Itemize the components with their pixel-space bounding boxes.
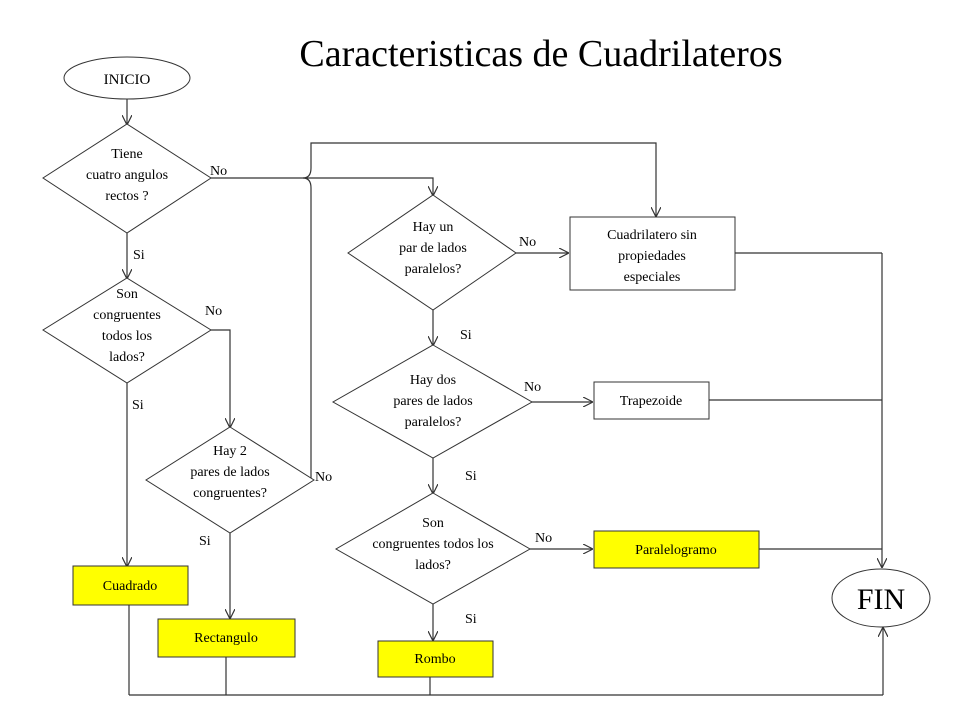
node-text-line: congruentes — [93, 308, 161, 323]
decision-dos-pares-paralelos-label: Hay dos pares de lados paralelos? — [393, 373, 472, 430]
node-text-line: congruentes todos los — [372, 537, 493, 552]
connectors — [127, 99, 883, 696]
decision-un-par-paralelos-label: Hay un par de lados paralelos? — [399, 220, 467, 277]
decision-dos-pares-congruentes: Hay 2 pares de lados congruentes? — [145, 426, 315, 534]
decision-rectos: Tiene cuatro angulos rectos ? — [42, 123, 212, 234]
node-text-line: par de lados — [399, 241, 467, 256]
decision-rectos-label: Tiene cuatro angulos rectos ? — [86, 147, 168, 204]
label-dos-pares-no: No — [315, 470, 332, 485]
result-paralelogramo: Paralelogramo — [593, 530, 760, 569]
node-text-line: Hay 2 — [213, 444, 247, 459]
label-congruentes2-no: No — [535, 531, 552, 546]
start-node: INICIO — [63, 56, 191, 100]
label-rectos-si: Si — [133, 248, 145, 263]
label-dos-paralelos-si: Si — [465, 469, 477, 484]
node-text-line: paralelos? — [405, 415, 462, 430]
node-text-line: Son — [422, 516, 444, 531]
node-text-line: propiedades — [618, 249, 686, 264]
node-text-line: cuatro angulos — [86, 168, 168, 183]
node-text-line: INICIO — [104, 72, 151, 88]
node-text-line: congruentes? — [193, 486, 267, 501]
edge-dos-pares-no — [302, 142, 656, 480]
node-text-line: todos los — [102, 329, 152, 344]
node-text-line: paralelos? — [405, 262, 462, 277]
result-cuadrado: Cuadrado — [72, 565, 189, 606]
label-congruentes-no: No — [205, 304, 222, 319]
node-text-line: Cuadrado — [103, 579, 157, 594]
end-node-label: FIN — [857, 583, 905, 616]
decision-dos-pares-congruentes-label: Hay 2 pares de lados congruentes? — [190, 444, 269, 501]
node-text-line: Tiene — [111, 147, 142, 162]
node-text-line: lados? — [415, 558, 451, 573]
result-paralelogramo-label: Paralelogramo — [635, 543, 717, 558]
label-rectos-no: No — [210, 164, 227, 179]
node-text-line: lados? — [109, 350, 145, 365]
result-trapezoide: Trapezoide — [593, 381, 710, 420]
end-node: FIN — [831, 568, 931, 628]
result-rectangulo-label: Rectangulo — [194, 631, 258, 646]
result-trapezoide-label: Trapezoide — [620, 394, 682, 409]
decision-congruentes: Son congruentes todos los lados? — [42, 277, 212, 384]
result-rectangulo: Rectangulo — [157, 618, 296, 658]
node-text-line: Hay dos — [410, 373, 456, 388]
node-text-line: Rombo — [414, 652, 455, 667]
node-text-line: Rectangulo — [194, 631, 258, 646]
node-text-line: Paralelogramo — [635, 543, 717, 558]
node-text-line: Trapezoide — [620, 394, 682, 409]
edge-labels: No Si No Si No Si No Si No Si No Si — [132, 164, 552, 627]
result-rombo-label: Rombo — [414, 652, 455, 667]
result-sin-propiedades-label: Cuadrilatero sin propiedades especiales — [607, 228, 697, 285]
label-dos-pares-si: Si — [199, 534, 211, 549]
node-text-line: rectos ? — [105, 189, 148, 204]
edge-rectos-no — [211, 177, 433, 195]
label-congruentes2-si: Si — [465, 612, 477, 627]
label-un-par-si: Si — [460, 328, 472, 343]
node-text-line: Hay un — [413, 220, 454, 235]
decision-congruentes-2: Son congruentes todos los lados? — [334, 492, 532, 605]
decision-congruentes-label: Son congruentes todos los lados? — [93, 287, 161, 365]
label-un-par-no: No — [519, 235, 536, 250]
label-congruentes-si: Si — [132, 398, 144, 413]
edge-congruentes-no — [211, 329, 230, 427]
node-text-line: especiales — [624, 270, 681, 285]
node-text-line: Son — [116, 287, 138, 302]
result-rombo: Rombo — [377, 640, 494, 678]
start-node-label: INICIO — [104, 72, 151, 88]
decision-congruentes-2-label: Son congruentes todos los lados? — [372, 516, 493, 573]
node-text-line: pares de lados — [190, 465, 269, 480]
result-sin-propiedades: Cuadrilatero sin propiedades especiales — [569, 216, 736, 291]
label-dos-paralelos-no: No — [524, 380, 541, 395]
decision-dos-pares-paralelos: Hay dos pares de lados paralelos? — [331, 344, 534, 459]
decision-un-par-paralelos: Hay un par de lados paralelos? — [347, 194, 517, 311]
result-cuadrado-label: Cuadrado — [103, 579, 157, 594]
node-text-line: Cuadrilatero sin — [607, 228, 697, 243]
page-title: Caracteristicas de Cuadrilateros — [299, 33, 782, 75]
node-text-line: pares de lados — [393, 394, 472, 409]
